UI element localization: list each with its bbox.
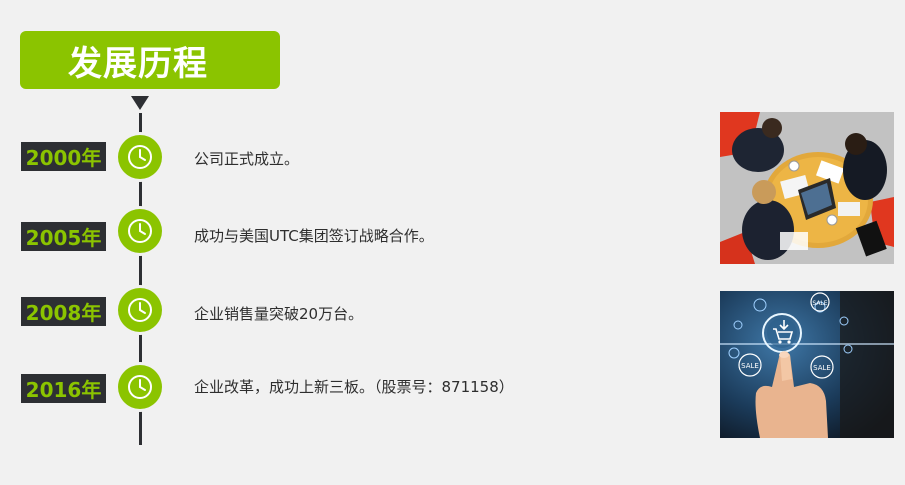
clock-icon xyxy=(115,285,165,335)
milestone-text: 企业改革，成功上新三板。（股票号：871158） xyxy=(194,378,514,396)
year-label-2005: 2005年 xyxy=(21,222,106,251)
milestone-text: 成功与美国UTC集团签订战略合作。 xyxy=(194,227,434,245)
timeline-line xyxy=(139,113,142,445)
clock-icon xyxy=(115,132,165,182)
year-label-2000: 2000年 xyxy=(21,142,106,171)
sale-label: SALE xyxy=(812,300,827,307)
clock-icon xyxy=(115,206,165,256)
milestone-text: 企业销售量突破20万台。 xyxy=(194,305,364,323)
sale-label: SALE xyxy=(813,364,831,372)
clock-icon xyxy=(115,362,165,412)
section-title: 发展历程 xyxy=(68,43,208,84)
year-label-2016: 2016年 xyxy=(21,374,106,403)
year-label-2008: 2008年 xyxy=(21,297,106,326)
business-meeting-photo xyxy=(720,112,894,264)
sale-label: SALE xyxy=(741,362,759,370)
triangle-down-icon xyxy=(131,96,149,110)
ecommerce-touch-photo: SALE SALE SALE xyxy=(720,291,894,438)
section-title-banner: 发展历程 xyxy=(20,31,280,89)
milestone-text: 公司正式成立。 xyxy=(194,150,300,168)
